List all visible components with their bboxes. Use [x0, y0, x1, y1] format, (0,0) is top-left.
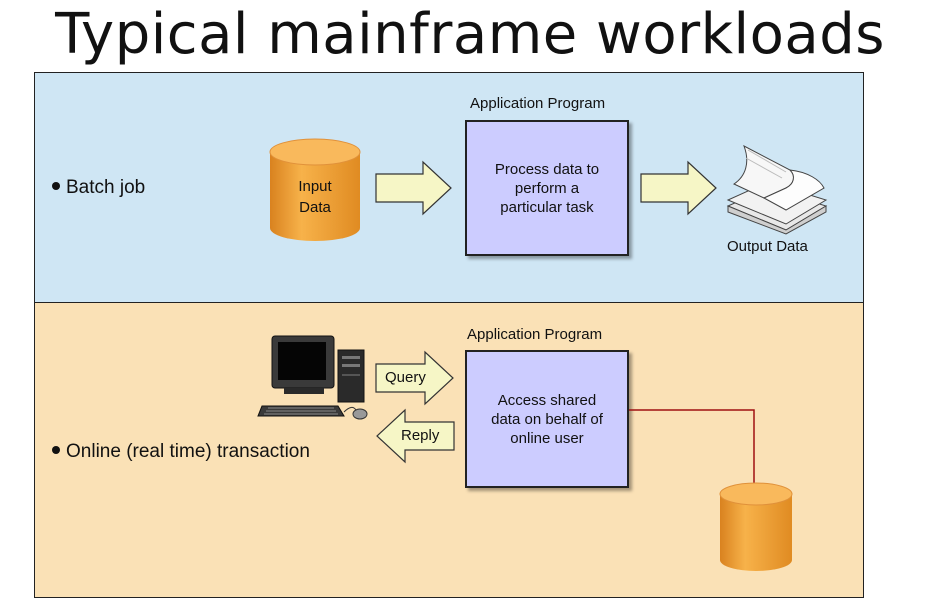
- input-data-label: Input Data: [298, 178, 332, 216]
- batch-input-arrow-icon: [375, 160, 452, 216]
- online-transaction-label: Online (real time) transaction: [66, 441, 310, 462]
- computer-terminal-icon: [257, 335, 368, 420]
- reply-label: Reply: [401, 427, 440, 444]
- batch-program-text: Process data to perform a particular tas…: [494, 160, 600, 216]
- online-transaction-bullet: Online (real time) transaction: [52, 441, 310, 463]
- output-data-label: Output Data: [727, 238, 808, 255]
- batch-output-arrow-icon: [640, 160, 717, 216]
- query-label: Query: [385, 369, 426, 386]
- output-paper-stack-icon: [726, 144, 828, 235]
- online-program-text: Access shared data on behalf of online u…: [491, 391, 603, 447]
- online-application-program-box: Access shared data on behalf of online u…: [465, 350, 629, 488]
- query-arrow-icon: [375, 350, 454, 406]
- bullet-dot: [52, 445, 60, 454]
- batch-job-bullet: Batch job: [52, 177, 145, 199]
- reply-arrow-icon: [376, 408, 455, 464]
- shared-data-cylinder-icon: [719, 482, 793, 571]
- online-program-title: Application Program: [467, 326, 603, 343]
- page-title: Typical mainframe workloads: [55, 2, 885, 67]
- shared-data-connector-line: [629, 409, 755, 496]
- batch-job-label: Batch job: [66, 177, 146, 198]
- batch-program-title: Application Program: [470, 95, 606, 112]
- input-data-cylinder-icon: [269, 138, 361, 241]
- bullet-dot: [52, 181, 60, 190]
- batch-application-program-box: Process data to perform a particular tas…: [465, 120, 629, 256]
